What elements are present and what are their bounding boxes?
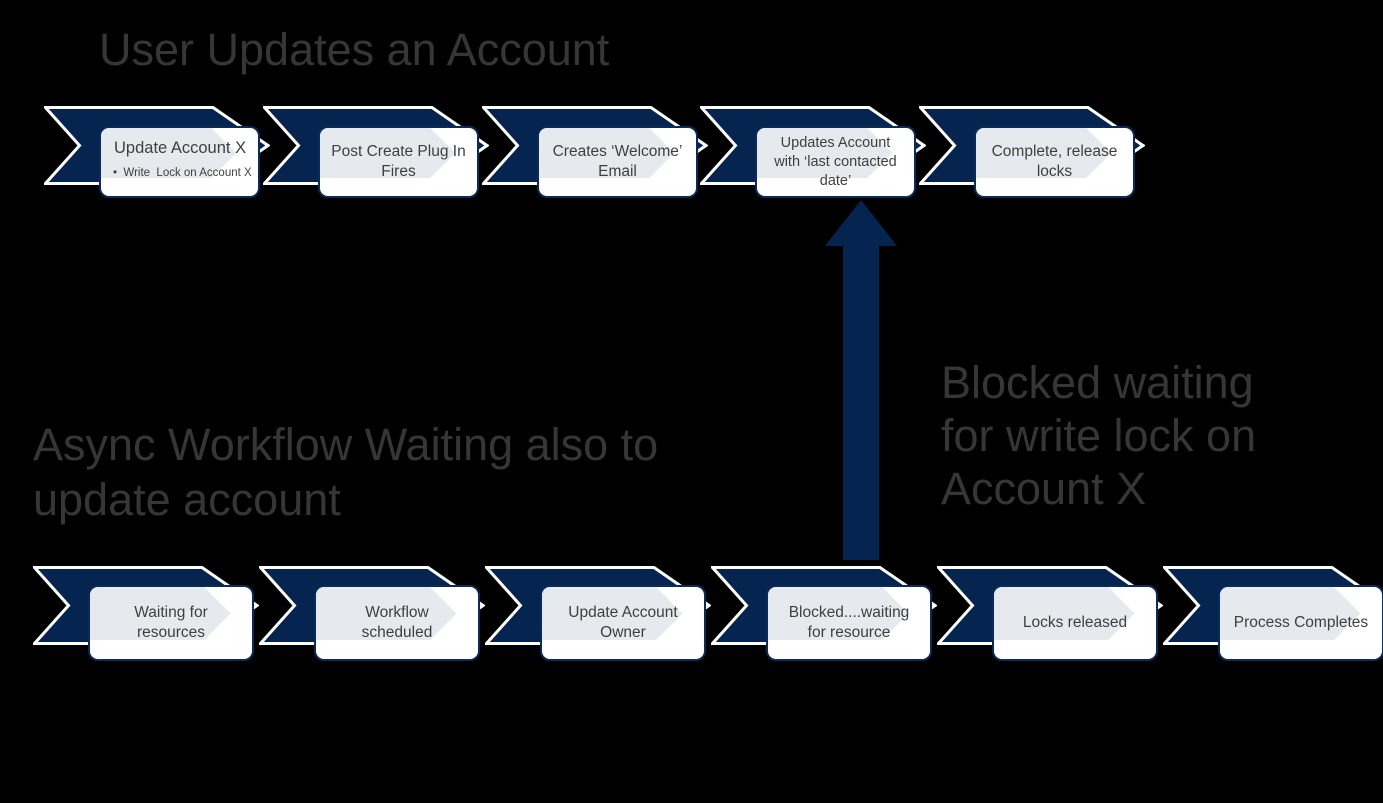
step-update-account-x: Update Account X • Write Lock on Account…: [44, 106, 294, 206]
step-creates-welcome-email: Creates ‘Welcome’ Email: [482, 106, 732, 206]
step-card: Update Account X • Write Lock on Account…: [99, 126, 260, 198]
step-label: Blocked....waiting for resource: [788, 604, 910, 641]
step-card: Creates ‘Welcome’ Email: [537, 126, 698, 198]
step-label: Waiting for resources: [134, 604, 208, 641]
step-process-completes: Process Completes: [1163, 566, 1383, 666]
step-label: Process Completes: [1233, 614, 1369, 631]
step-card: Workflow scheduled: [314, 585, 480, 661]
step-card: Process Completes: [1218, 585, 1383, 661]
card-inner-chevron-icon: [994, 587, 1135, 641]
card-inner-chevron-icon: [768, 587, 909, 641]
step-waiting-for-resources: Waiting for resources: [33, 566, 283, 666]
step-card: Blocked....waiting for resource: [766, 585, 932, 661]
step-label: Locks released: [1022, 614, 1128, 631]
step-card: Locks released: [992, 585, 1158, 661]
step-post-create-plugin: Post Create Plug In Fires: [263, 106, 513, 206]
step-blocked-waiting-resource: Blocked....waiting for resource: [711, 566, 961, 666]
step-card: Complete, release locks: [974, 126, 1135, 198]
card-inner-chevron-icon: [757, 128, 893, 179]
card-inner-chevron-icon: [320, 128, 456, 179]
card-inner-chevron-icon: [316, 587, 457, 641]
step-card: Waiting for resources: [88, 585, 254, 661]
card-inner-chevron-icon: [542, 587, 683, 641]
up-arrow-icon: [825, 200, 897, 560]
step-locks-released: Locks released: [937, 566, 1187, 666]
bottom-flow-title: Async Workflow Waiting also to update ac…: [33, 419, 659, 525]
step-label: Updates Account with ‘last contacted dat…: [774, 134, 897, 189]
step-label: Creates ‘Welcome’ Email: [552, 143, 683, 180]
step-complete-release-locks: Complete, release locks: [919, 106, 1169, 206]
card-inner-chevron-icon: [101, 128, 237, 179]
step-label: Update Account Owner: [568, 604, 678, 641]
step-updates-last-contacted: Updates Account with ‘last contacted dat…: [700, 106, 950, 206]
step-bullet: • Write Lock on Account X: [113, 167, 252, 179]
top-flow-title: User Updates an Account: [99, 24, 610, 75]
card-inner-chevron-icon: [539, 128, 675, 179]
step-label: Complete, release locks: [991, 143, 1118, 180]
step-card: Update Account Owner: [540, 585, 706, 661]
step-update-account-owner: Update Account Owner: [485, 566, 735, 666]
step-label: Post Create Plug In Fires: [331, 143, 466, 180]
step-card: Updates Account with ‘last contacted dat…: [755, 126, 916, 198]
arrow-annotation-text: Blocked waiting for write lock on Accoun…: [941, 357, 1257, 514]
card-inner-chevron-icon: [976, 128, 1112, 179]
step-card: Post Create Plug In Fires: [318, 126, 479, 198]
step-workflow-scheduled: Workflow scheduled: [259, 566, 509, 666]
step-label: Workflow scheduled: [361, 604, 433, 641]
card-inner-chevron-icon: [1220, 587, 1361, 641]
card-inner-chevron-icon: [90, 587, 231, 641]
step-title: Update Account X: [114, 139, 247, 157]
